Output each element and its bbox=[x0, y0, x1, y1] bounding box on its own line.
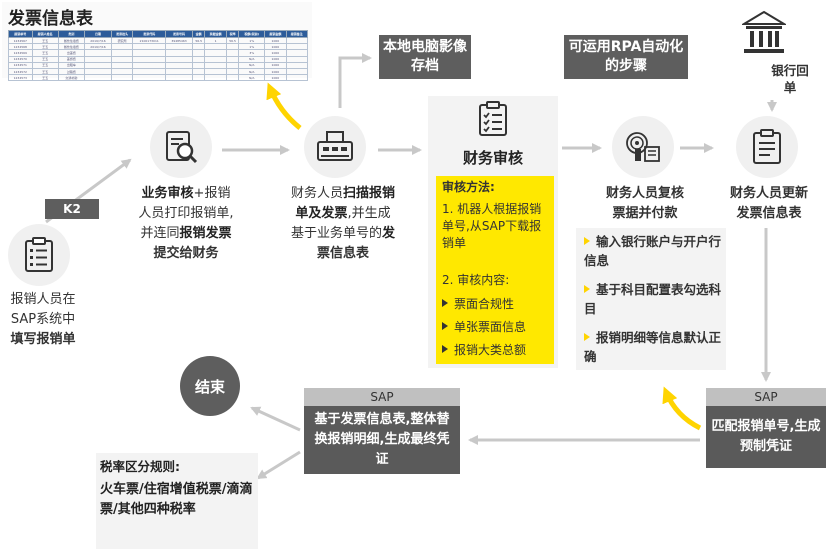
audit-content-label: 2. 审核内容: bbox=[442, 273, 510, 287]
tax-rule-box bbox=[96, 453, 258, 549]
table-cell bbox=[204, 74, 227, 82]
applicant-line-3: 填写报销单 bbox=[10, 332, 76, 347]
business-audit-line-2: 人员打印报销单, bbox=[138, 206, 234, 221]
invoice-table-title: 发票信息表 bbox=[8, 9, 93, 29]
sap-right-body: 匹配报销单号,生成预制凭证 bbox=[706, 406, 826, 468]
table-cell bbox=[285, 74, 309, 82]
table-cell bbox=[165, 74, 193, 82]
sap-left-body: 基于发票信息表,整体替换报销明细,生成最终凭证 bbox=[304, 406, 460, 474]
business-audit-line-4: 提交给财务 bbox=[153, 246, 219, 261]
tax-rule-title: 税率区分规则: bbox=[100, 459, 180, 474]
applicant-line-1: 报销人员在 bbox=[10, 292, 76, 307]
audit-item: 报销大类总额 bbox=[442, 342, 526, 359]
end-node: 结束 bbox=[180, 356, 240, 416]
scan-line-4: 票信息表 bbox=[316, 246, 369, 261]
financial-audit-title: 财务审核 bbox=[462, 149, 523, 167]
form-icon bbox=[8, 224, 70, 286]
payment-step-item: 基于科目配置表勾选科目 bbox=[584, 282, 722, 316]
applicant-text: 报销人员在 SAP系统中 填写报销单 bbox=[0, 290, 86, 350]
magnify-report-icon bbox=[150, 116, 212, 178]
audit-method-label: 审核方法: bbox=[442, 180, 495, 194]
scan-line-1: 财务人员扫描报销 bbox=[290, 186, 396, 201]
arrow-sap-to-end bbox=[250, 406, 301, 432]
invoice-table-header: 报销单号报销人姓名类别日期发票抬头发票代码发票号码金额票据金额税率税额(税前)报… bbox=[8, 30, 309, 38]
scan-line-3: 基于业务单号的发 bbox=[290, 226, 396, 241]
update-line-1: 财务人员更新 bbox=[729, 186, 808, 201]
payment-steps-list: 输入银行账户与开户行信息 基于科目配置表勾选科目 报销明细等信息默认正确 bbox=[576, 228, 726, 370]
audit-item: 单张票面信息 bbox=[442, 319, 526, 336]
checklist-icon bbox=[478, 101, 508, 137]
payment-step-item: 报销明细等信息默认正确 bbox=[584, 330, 722, 364]
bank-receipt-label: 银行回单 bbox=[771, 63, 809, 95]
arrow-yellow-to-right-list bbox=[662, 386, 702, 431]
audit-item: 票面合规性 bbox=[442, 296, 514, 313]
tax-rule-body: 火车票/住宿增值税票/滴滴票/其他四种税率 bbox=[100, 482, 253, 517]
arrow-sap-to-tax bbox=[256, 450, 301, 480]
local-archive-label: 本地电脑影像存档 bbox=[379, 35, 471, 79]
rpa-steps-label: 可运用RPA自动化的步骤 bbox=[564, 35, 688, 79]
update-text: 财务人员更新 发票信息表 bbox=[710, 184, 828, 224]
recheck-text: 财务人员复核 票据并付款 bbox=[590, 184, 700, 224]
document-update-icon bbox=[736, 116, 798, 178]
applicant-line-2: SAP系统中 bbox=[10, 312, 76, 327]
arrow-yellow-to-invoice bbox=[266, 82, 302, 130]
invoice-table: 报销单号报销人姓名类别日期发票抬头发票代码发票号码金额票据金额税率税额(税前)报… bbox=[8, 30, 309, 82]
scanner-icon bbox=[304, 116, 366, 178]
business-audit-line-3: 并连同报销发票 bbox=[140, 226, 232, 241]
recheck-line-1: 财务人员复核 bbox=[605, 186, 684, 201]
sap-left-header: SAP bbox=[304, 388, 460, 406]
table-cell bbox=[132, 74, 167, 82]
fingerprint-payment-icon bbox=[612, 116, 674, 178]
arrow-scan-to-archive bbox=[338, 53, 372, 108]
update-line-2: 发票信息表 bbox=[736, 206, 802, 221]
recheck-line-2: 票据并付款 bbox=[612, 206, 678, 221]
scan-text: 财务人员扫描报销 单及发票,并生成 基于业务单号的发 票信息表 bbox=[278, 184, 408, 264]
table-cell: 交通补助 bbox=[57, 74, 86, 82]
audit-method-1: 1. 机器人根据报销单号,从SAP下载报销单 bbox=[442, 202, 542, 250]
business-audit-text: 业务审核+报销 人员打印报销单, 并连同报销发票 提交给财务 bbox=[126, 184, 246, 264]
sap-right-header: SAP bbox=[706, 388, 826, 406]
k2-label: K2 bbox=[45, 199, 99, 219]
bank-icon bbox=[740, 10, 788, 56]
table-cell bbox=[110, 74, 134, 82]
scan-line-2: 单及发票,并生成 bbox=[295, 206, 391, 221]
payment-step-item: 输入银行账户与开户行信息 bbox=[584, 234, 722, 268]
audit-method-box: 审核方法: 1. 机器人根据报销单号,从SAP下载报销单 2. 审核内容: 票面… bbox=[436, 176, 554, 364]
business-audit-line-1: 业务审核+报销 bbox=[141, 186, 231, 201]
